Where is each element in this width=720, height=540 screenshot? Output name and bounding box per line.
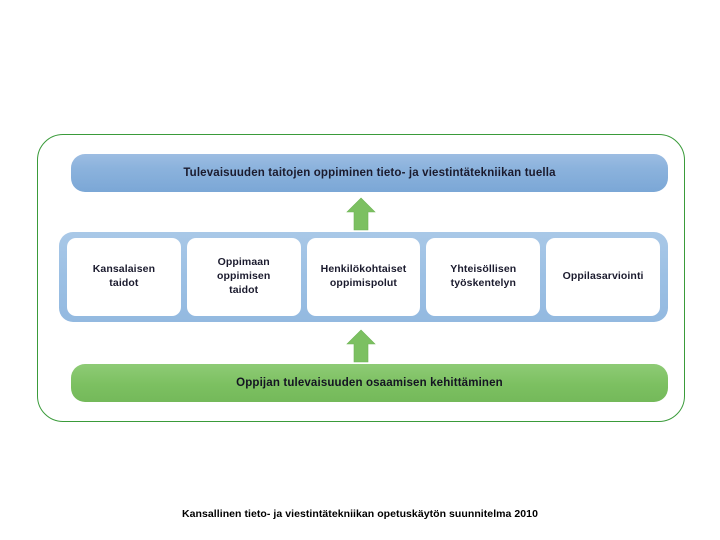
top-banner: Tulevaisuuden taitojen oppiminen tieto- … — [71, 154, 668, 192]
skill-box-label: Kansalaisen taidot — [92, 263, 156, 289]
skills-container: Kansalaisen taidot Oppimaan oppimisen ta… — [59, 232, 668, 322]
skill-box-kansalaisen-taidot[interactable]: Kansalaisen taidot — [67, 238, 181, 316]
skill-box-yhteisollisen-tyoskentelyn[interactable]: Yhteisöllisen työskentelyn — [426, 238, 541, 316]
caption: Kansallinen tieto- ja viestintätekniikan… — [182, 508, 538, 520]
up-arrow-icon — [346, 329, 376, 363]
skill-box-oppilasarviointi[interactable]: Oppilasarviointi — [546, 238, 660, 316]
up-arrow-icon — [346, 197, 376, 231]
bottom-banner: Oppijan tulevaisuuden osaamisen kehittäm… — [71, 364, 668, 402]
top-banner-label: Tulevaisuuden taitojen oppiminen tieto- … — [183, 167, 556, 179]
skill-box-label: Yhteisöllisen työskentelyn — [450, 263, 517, 289]
bottom-banner-label: Oppijan tulevaisuuden osaamisen kehittäm… — [236, 377, 503, 389]
skill-box-label: Oppimaan oppimisen taidot — [216, 256, 271, 296]
skill-box-label: Oppilasarviointi — [562, 270, 644, 283]
skill-box-label: Henkilökohtaiset oppimispolut — [320, 263, 407, 289]
skill-box-henkilokohtaiset-oppimispolut[interactable]: Henkilökohtaiset oppimispolut — [306, 238, 421, 316]
skill-box-oppimaan-oppimisen-taidot[interactable]: Oppimaan oppimisen taidot — [186, 238, 301, 316]
